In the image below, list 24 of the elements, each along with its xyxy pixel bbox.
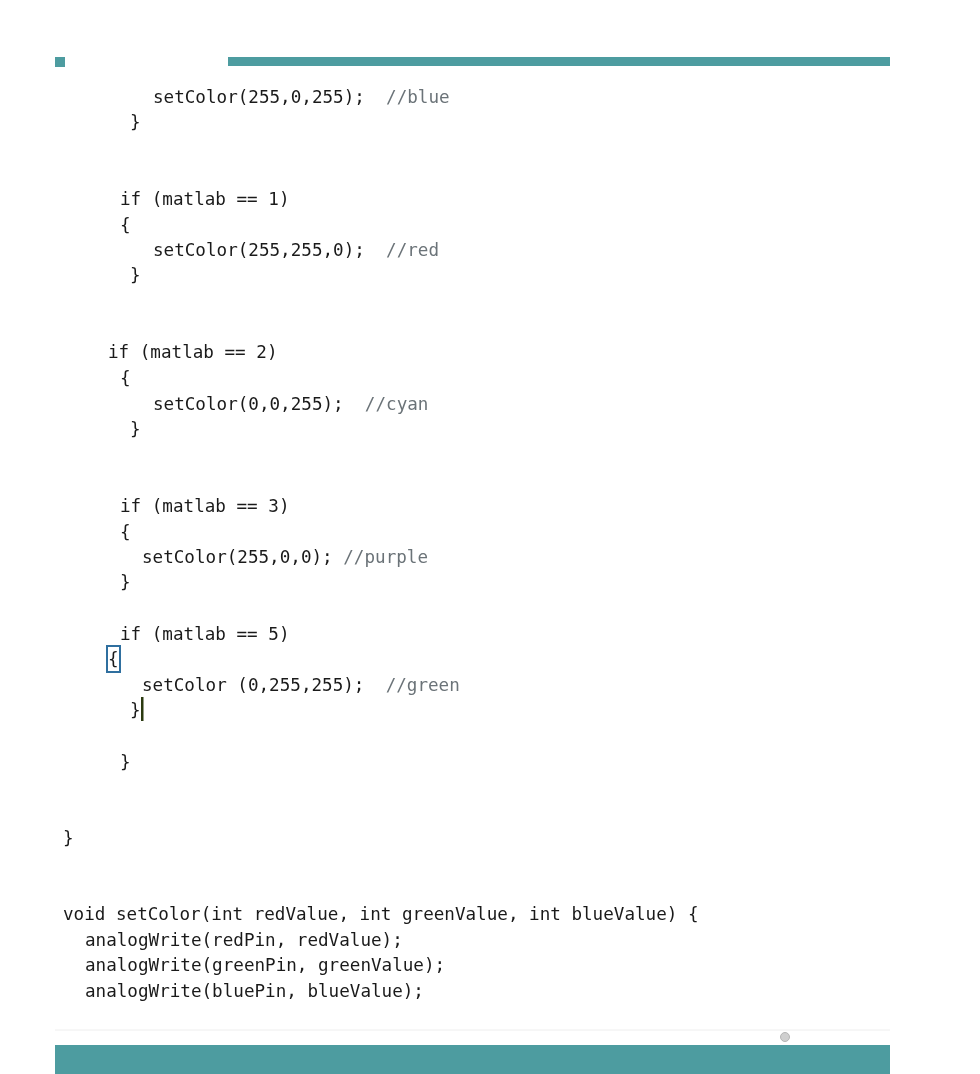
code-line: void setColor(int redValue, int greenValue, int blueValue) { [63, 903, 699, 926]
code-line: analogWrite(bluePin, blueValue); [85, 980, 424, 1003]
code-line: { [120, 214, 131, 237]
code-line: } [130, 418, 141, 441]
code-line: } [130, 264, 141, 287]
code-line: } [120, 571, 131, 594]
code-line: } [130, 699, 141, 722]
code-line: setColor(255,0,0); //purple [142, 546, 428, 569]
code-line: if (matlab == 3) [120, 495, 290, 518]
code-line: setColor (0,255,255); //green [142, 674, 460, 697]
code-line: { [120, 521, 131, 544]
code-line: analogWrite(greenPin, greenValue); [85, 954, 446, 977]
code-line: { [108, 647, 119, 671]
code-line: if (matlab == 1) [120, 188, 290, 211]
code-line: setColor(0,0,255); //cyan [153, 393, 429, 416]
code-line: if (matlab == 5) [120, 623, 290, 646]
code-line: } [120, 751, 131, 774]
code-line: analogWrite(redPin, redValue); [85, 929, 403, 952]
code-line: { [120, 367, 131, 390]
code-line: setColor(255,255,0); //red [153, 239, 439, 262]
code-line: } [130, 111, 141, 134]
code-line: setColor(255,0,255); //blue [153, 86, 450, 109]
code-line: } [63, 827, 74, 850]
code-line: if (matlab == 2) [108, 341, 278, 364]
